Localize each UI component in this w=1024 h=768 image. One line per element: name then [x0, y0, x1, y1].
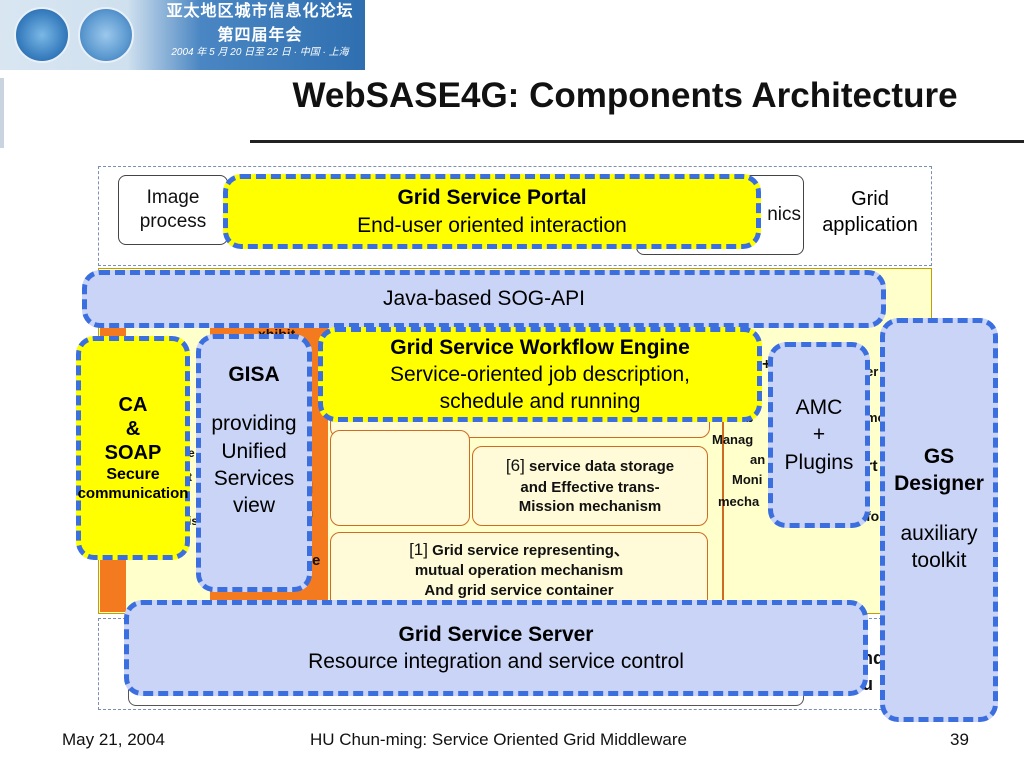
api-label: Java-based SOG-API [383, 287, 585, 311]
gs-line2: Designer [894, 472, 984, 496]
storage-number: [6] [505, 456, 525, 476]
image-processing-box: Image process [118, 175, 228, 245]
footer-date: May 21, 2004 [62, 730, 166, 749]
mgmt-partial-5: mecha [718, 494, 760, 509]
lower-partial-2: u [862, 674, 873, 694]
java-sog-api-box[interactable]: Java-based SOG-API [82, 270, 886, 328]
amc-line3: Plugins [784, 450, 854, 474]
grid-service-representing-box: [1] Grid service representing、 mutual op… [330, 532, 708, 612]
title-divider [250, 140, 1024, 143]
ca-line3: SOAP [104, 442, 162, 465]
representing-line1: Grid service representing、 [432, 542, 629, 559]
gisa-line3: Services [213, 466, 295, 490]
grid-application-line1: Grid [851, 188, 889, 210]
ca-partial-t: t [188, 470, 192, 484]
grid-service-portal-box[interactable]: Grid Service Portal End-user oriented in… [223, 174, 761, 249]
ca-line1: CA [118, 394, 148, 417]
gs-line1: GS [923, 445, 955, 468]
mgmt-partial-4: Moni [732, 472, 763, 487]
gisa-box[interactable]: GISA providing Unified Services view [196, 334, 312, 592]
storage-line2: and Effective trans- [520, 478, 660, 496]
graphics-label: nics [767, 204, 801, 226]
representing-line3: And grid service container [424, 581, 614, 599]
grid-application-line2: application [822, 214, 918, 236]
mgmt-partial-3: an [750, 452, 766, 467]
page-title: WebSASE4G: Components Architecture [292, 76, 958, 115]
portal-title: Grid Service Portal [397, 186, 587, 210]
grid-application-box: Grid application [806, 180, 934, 244]
footer-author: HU Chun-ming: Service Oriented Grid Midd… [310, 730, 687, 749]
ca-line4: Secure [106, 466, 160, 484]
decorative-side-line [0, 78, 4, 148]
gisa-line1: providing [211, 412, 297, 436]
amc-line1: AMC [795, 396, 843, 420]
right-partial-3: rt [866, 458, 878, 475]
workflow-title: Grid Service Workflow Engine [390, 335, 690, 359]
representing-line2: mutual operation mechanism [414, 562, 624, 580]
server-title: Grid Service Server [398, 622, 594, 646]
ca-soap-box[interactable]: CA & SOAP Secure communication [76, 336, 190, 560]
gisa-line2: Unified [221, 439, 287, 463]
grid-service-workflow-engine-box[interactable]: Grid Service Workflow Engine Service-ori… [318, 327, 762, 422]
banner-subtitle: 2004 年 5 月 20 日至 22 日 · 中国 · 上海 [171, 46, 349, 58]
gs-line3: auxiliary [900, 521, 978, 545]
ca-partial-is: is [188, 514, 199, 528]
ca-line2: & [125, 418, 141, 441]
workflow-line1: Service-oriented job description, [390, 362, 690, 386]
application-layer-frame [98, 166, 932, 266]
management-divider-line [722, 352, 724, 610]
footer-page-number: 39 [950, 730, 969, 749]
image-processing-line2: process [139, 211, 207, 232]
ca-line5: communication [77, 484, 189, 502]
gs-line4: toolkit [911, 548, 967, 572]
representing-number: [1] [409, 540, 428, 559]
storage-line1: service data storage [529, 458, 675, 476]
gisa-title: GISA [228, 363, 280, 386]
image-processing-line1: Image [146, 187, 200, 209]
amc-line2: + [812, 423, 826, 447]
grid-service-server-box[interactable]: Grid Service Server Resource integration… [124, 600, 868, 696]
workflow-line2: schedule and running [439, 390, 641, 414]
ca-partial-e: e [188, 446, 195, 460]
conference-logo-icon [14, 7, 70, 63]
gisa-line4: view [232, 494, 275, 518]
mgmt-partial-2: Manag [712, 432, 754, 447]
un-logo-icon [78, 7, 134, 63]
plus-partial: + [762, 356, 772, 373]
server-subtitle: Resource integration and service control [308, 650, 684, 673]
gisa-partial-e: e [312, 552, 321, 569]
amc-plugins-box[interactable]: AMC + Plugins [768, 342, 870, 528]
banner-title: 亚太地区城市信息化论坛第四届年会 [166, 3, 354, 44]
service-data-storage-box: [6] service data storage and Effective t… [472, 446, 708, 526]
storage-line3: Mission mechanism [518, 498, 662, 516]
portal-subtitle: End-user oriented interaction [357, 213, 627, 237]
left-inner-box [330, 430, 470, 526]
gs-designer-box[interactable]: GS Designer auxiliary toolkit [880, 318, 998, 722]
